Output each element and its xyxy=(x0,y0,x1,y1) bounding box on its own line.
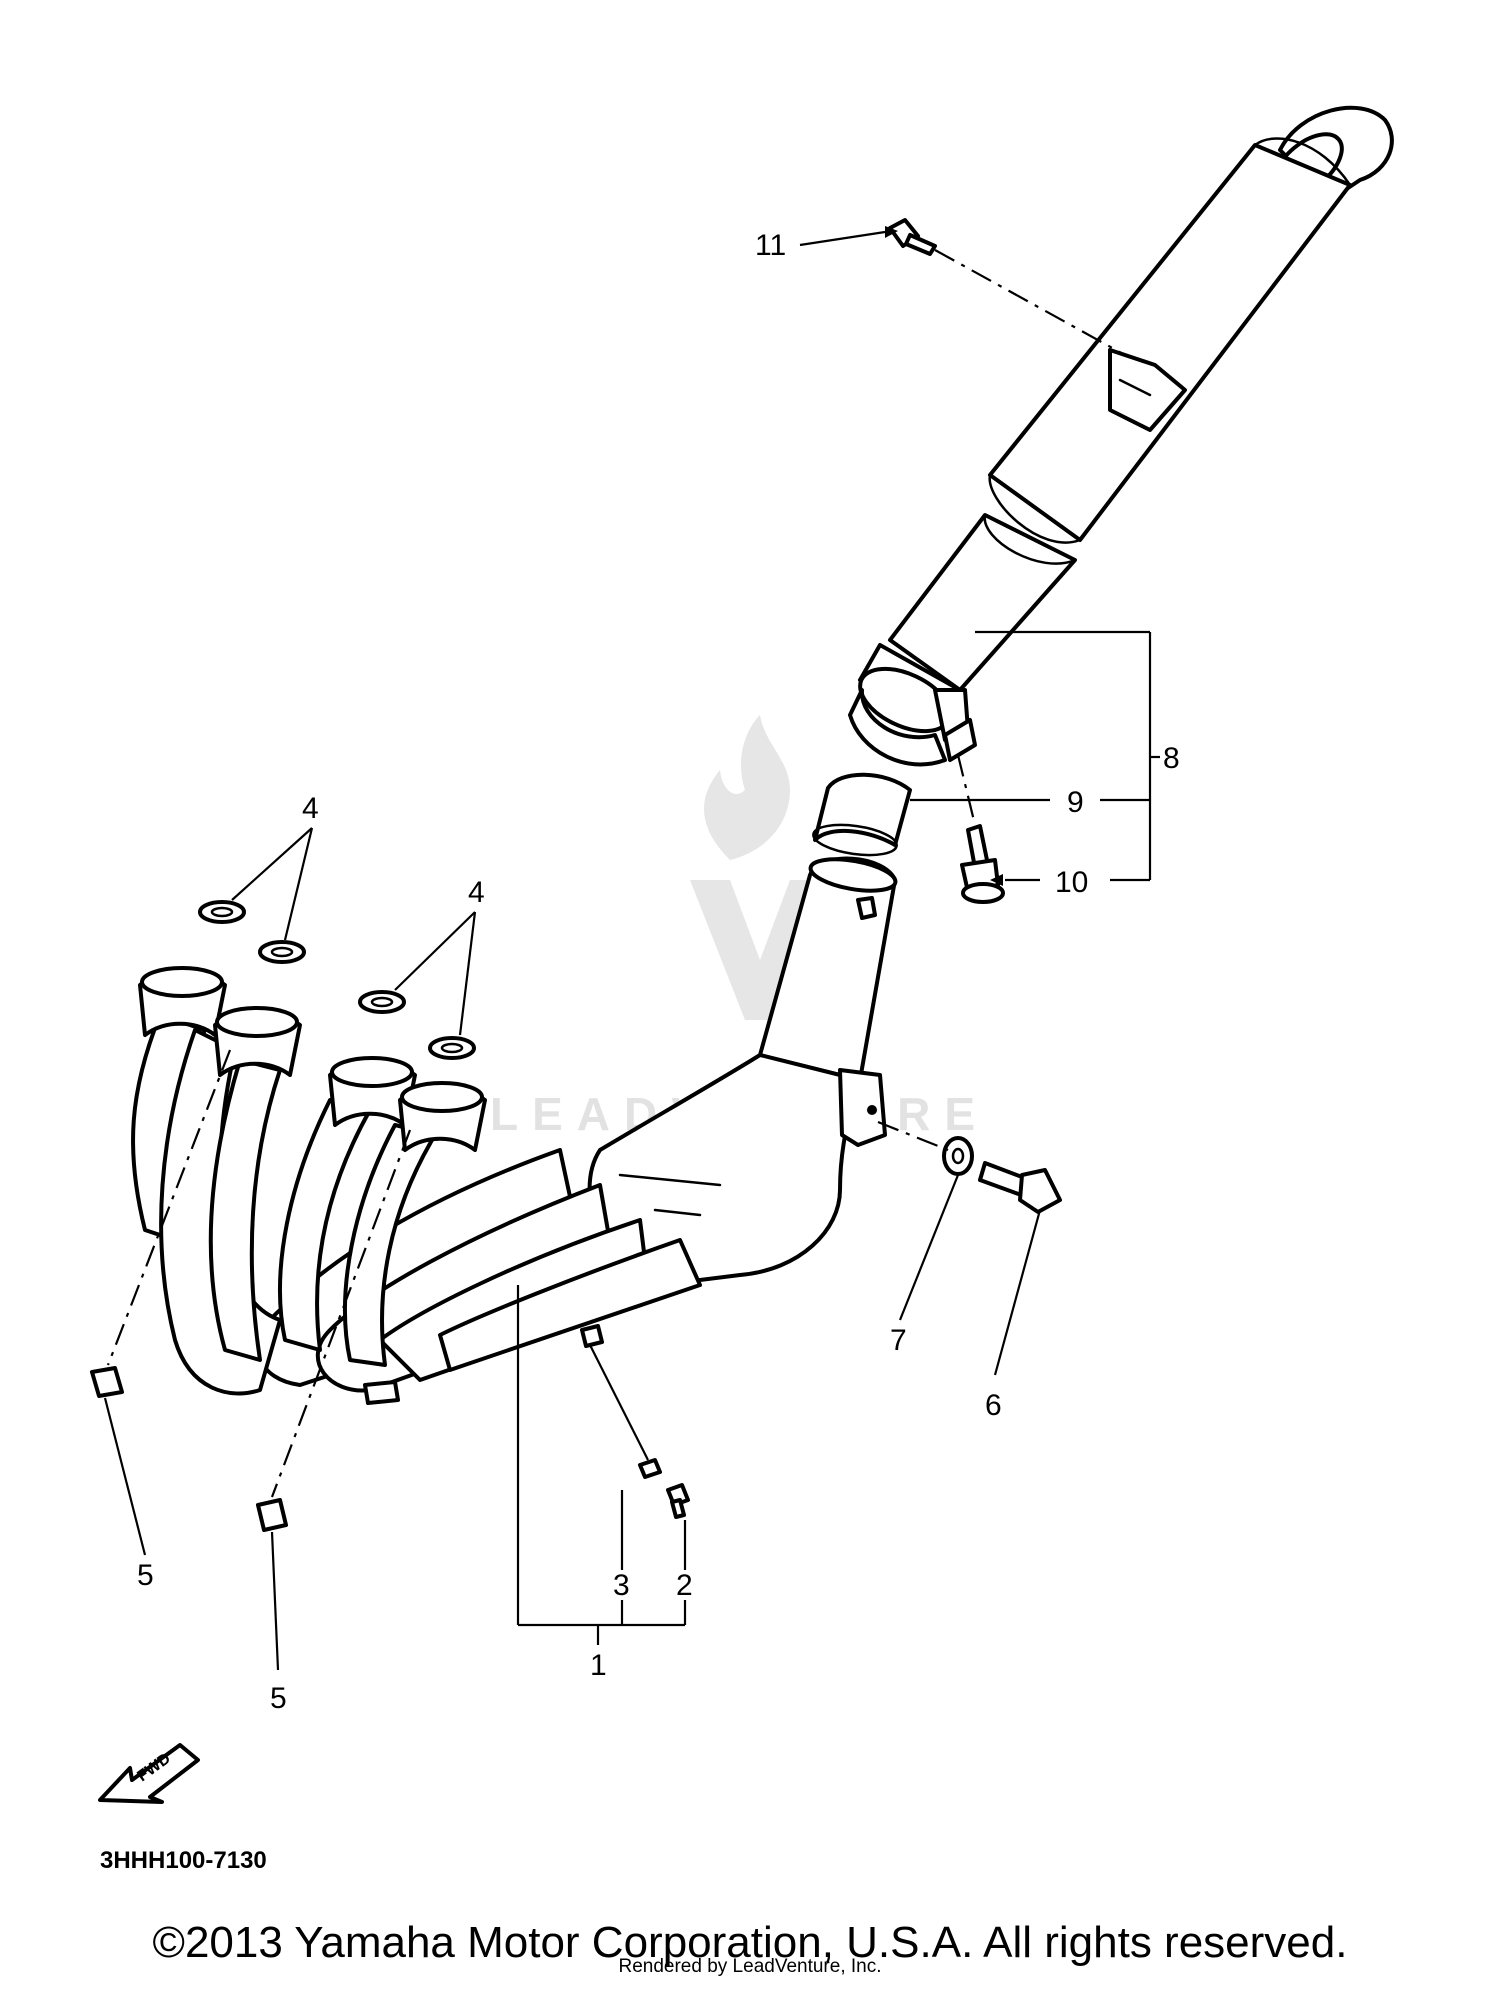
bolt-10 xyxy=(960,824,1005,904)
copyright-notice: ©2013 Yamaha Motor Corporation, U.S.A. A… xyxy=(152,1918,1348,1967)
leader-lines xyxy=(103,226,1160,1671)
bolt-6 xyxy=(978,1161,1062,1214)
callout-5-left: 5 xyxy=(137,1559,154,1592)
exhaust-pipe-assembly xyxy=(131,856,898,1405)
muffler xyxy=(888,105,1394,692)
callout-1: 1 xyxy=(590,1649,607,1682)
callout-2: 2 xyxy=(676,1569,693,1602)
callout-7: 7 xyxy=(890,1324,907,1357)
bolt-11 xyxy=(888,218,937,256)
rendered-by-notice: Rendered by LeadVenture, Inc. xyxy=(618,1956,882,1977)
callout-11: 11 xyxy=(755,229,786,262)
callout-4-right: 4 xyxy=(468,876,485,909)
callout-5-right: 5 xyxy=(270,1682,287,1715)
callout-4-left: 4 xyxy=(302,792,319,825)
callout-8: 8 xyxy=(1163,742,1180,775)
callout-6: 6 xyxy=(985,1389,1002,1422)
gaskets-4 xyxy=(198,900,476,1060)
gasket-9 xyxy=(812,772,912,857)
joint-pipe-clamp xyxy=(848,643,977,767)
callout-3: 3 xyxy=(613,1569,630,1602)
fwd-arrow-icon: FWD xyxy=(98,1743,200,1804)
bolt-2 xyxy=(666,1483,690,1519)
callout-10: 10 xyxy=(1055,866,1088,899)
washer-7 xyxy=(942,1136,974,1176)
callout-9: 9 xyxy=(1067,786,1084,819)
drawing-code: 3HHH100-7130 xyxy=(100,1847,267,1874)
callouts: 11 8 9 10 4 4 7 6 5 5 3 2 1 xyxy=(137,229,1180,1715)
clip-3 xyxy=(638,1458,662,1479)
nuts-5 xyxy=(90,1366,288,1532)
